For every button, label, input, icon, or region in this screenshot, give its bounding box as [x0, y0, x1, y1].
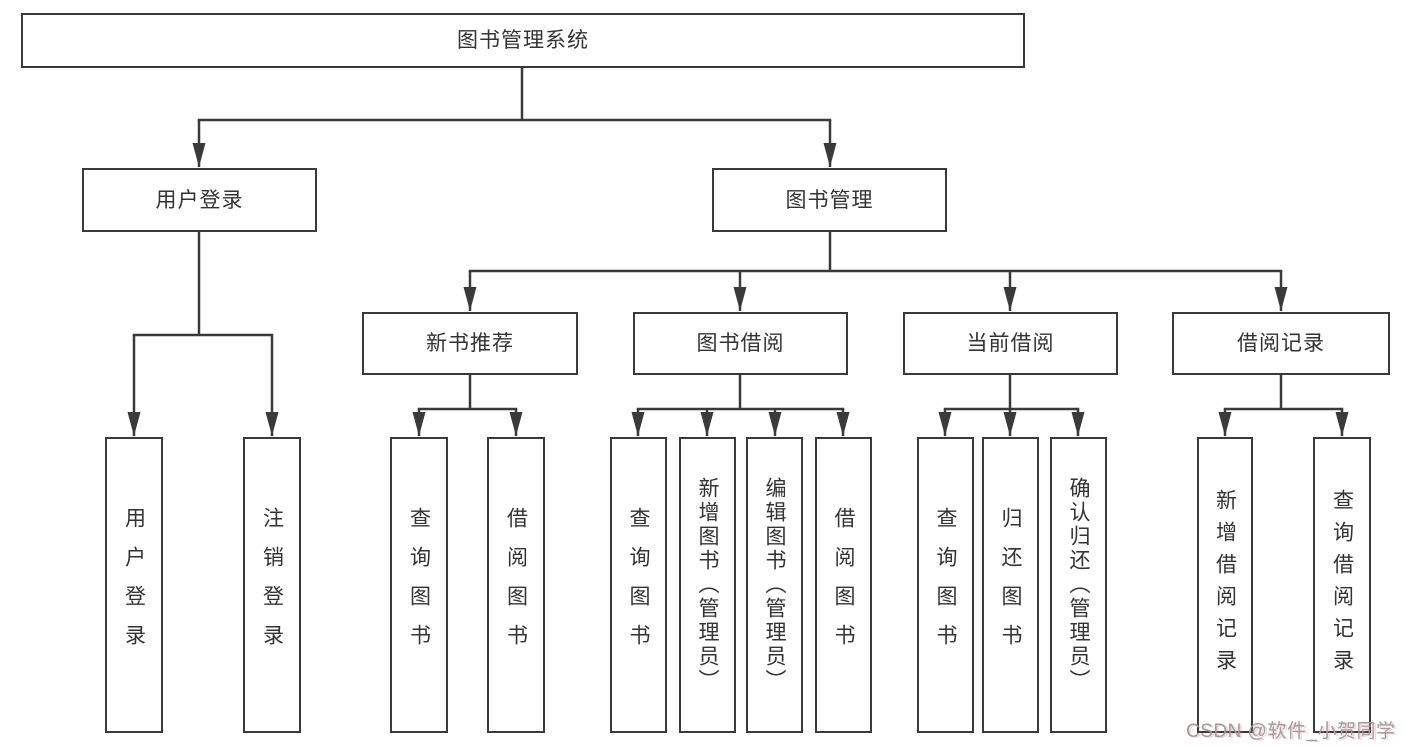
- edges-current-borrow: [938, 375, 1085, 436]
- leaf-borrow-query-book: 查询图书: [610, 437, 667, 733]
- leaf-user-login: 用户登录: [105, 437, 163, 733]
- node-new-book-rec: 新书推荐: [362, 312, 578, 375]
- node-user-login: 用户登录: [82, 168, 317, 232]
- leaf-borrow-edit-book-admin: 编辑图书（管理员）: [746, 437, 803, 733]
- leaf-current-confirm-return-admin: 确认归还（管理员）: [1050, 437, 1107, 733]
- node-book-borrow: 图书借阅: [633, 312, 848, 375]
- leaf-current-query-book: 查询图书: [917, 437, 974, 733]
- leaf-rec-query-book: 查询图书: [390, 437, 448, 733]
- leaf-borrow-add-book-admin: 新增图书（管理员）: [679, 437, 736, 733]
- node-current-borrow: 当前借阅: [903, 312, 1118, 375]
- edges-borrow-record: [1218, 375, 1349, 436]
- node-borrow-record: 借阅记录: [1172, 312, 1390, 375]
- node-root-system: 图书管理系统: [21, 13, 1025, 68]
- edges-new-book-rec: [412, 375, 523, 436]
- edges-user-login: [127, 232, 279, 436]
- leaf-current-return-book: 归还图书: [982, 437, 1039, 733]
- node-book-mgmt: 图书管理: [712, 168, 947, 232]
- leaf-record-query: 查询借阅记录: [1313, 437, 1371, 733]
- watermark: CSDN @软件_小贺同学: [1186, 721, 1396, 742]
- leaf-logout: 注销登录: [243, 437, 301, 733]
- leaf-rec-borrow-book: 借阅图书: [487, 437, 545, 733]
- edges-root: [192, 68, 837, 167]
- leaf-borrow-borrow-book: 借阅图书: [815, 437, 872, 733]
- edges-book-borrow: [631, 375, 850, 436]
- edges-book-mgmt: [463, 232, 1288, 311]
- leaf-record-add: 新增借阅记录: [1197, 437, 1253, 733]
